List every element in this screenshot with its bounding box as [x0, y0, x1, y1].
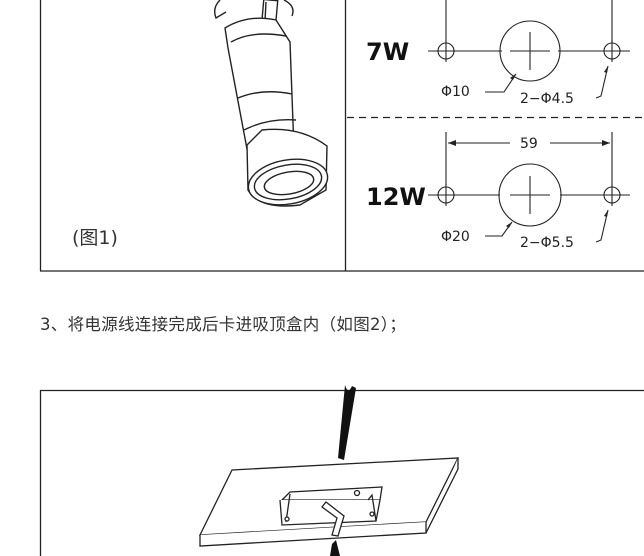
spec-12w: 12W 59 Φ20 2−Φ5.5 [366, 132, 630, 251]
center-hole-12w-label: Φ20 [441, 229, 470, 245]
figure-2 [39, 385, 644, 556]
figure-1-caption: (图1) [72, 227, 118, 249]
mount-holes-12w-label: 2−Φ5.5 [520, 235, 574, 251]
power-label-12w: 12W [366, 183, 426, 211]
center-hole-12w [498, 163, 562, 227]
center-hole-7w-label: Φ10 [441, 84, 470, 100]
ceiling-box-drawing [198, 457, 460, 547]
power-cable-icon [338, 385, 356, 460]
spec-7w: 7W Φ10 2−Φ4.5 [366, 0, 630, 107]
center-hole-7w [499, 20, 561, 82]
spacing-12w-label: 59 [520, 136, 538, 152]
spotlight-drawing [213, 0, 329, 207]
figure-1: (图1) 7W Φ10 2−Φ4.5 [39, 0, 644, 272]
cable-end-icon [330, 540, 340, 556]
instruction-step-3: 3、将电源线连接完成后卡进吸顶盒内（如图2）； [40, 315, 407, 334]
mount-holes-7w-label: 2−Φ4.5 [520, 91, 574, 107]
power-label-7w: 7W [366, 38, 409, 66]
